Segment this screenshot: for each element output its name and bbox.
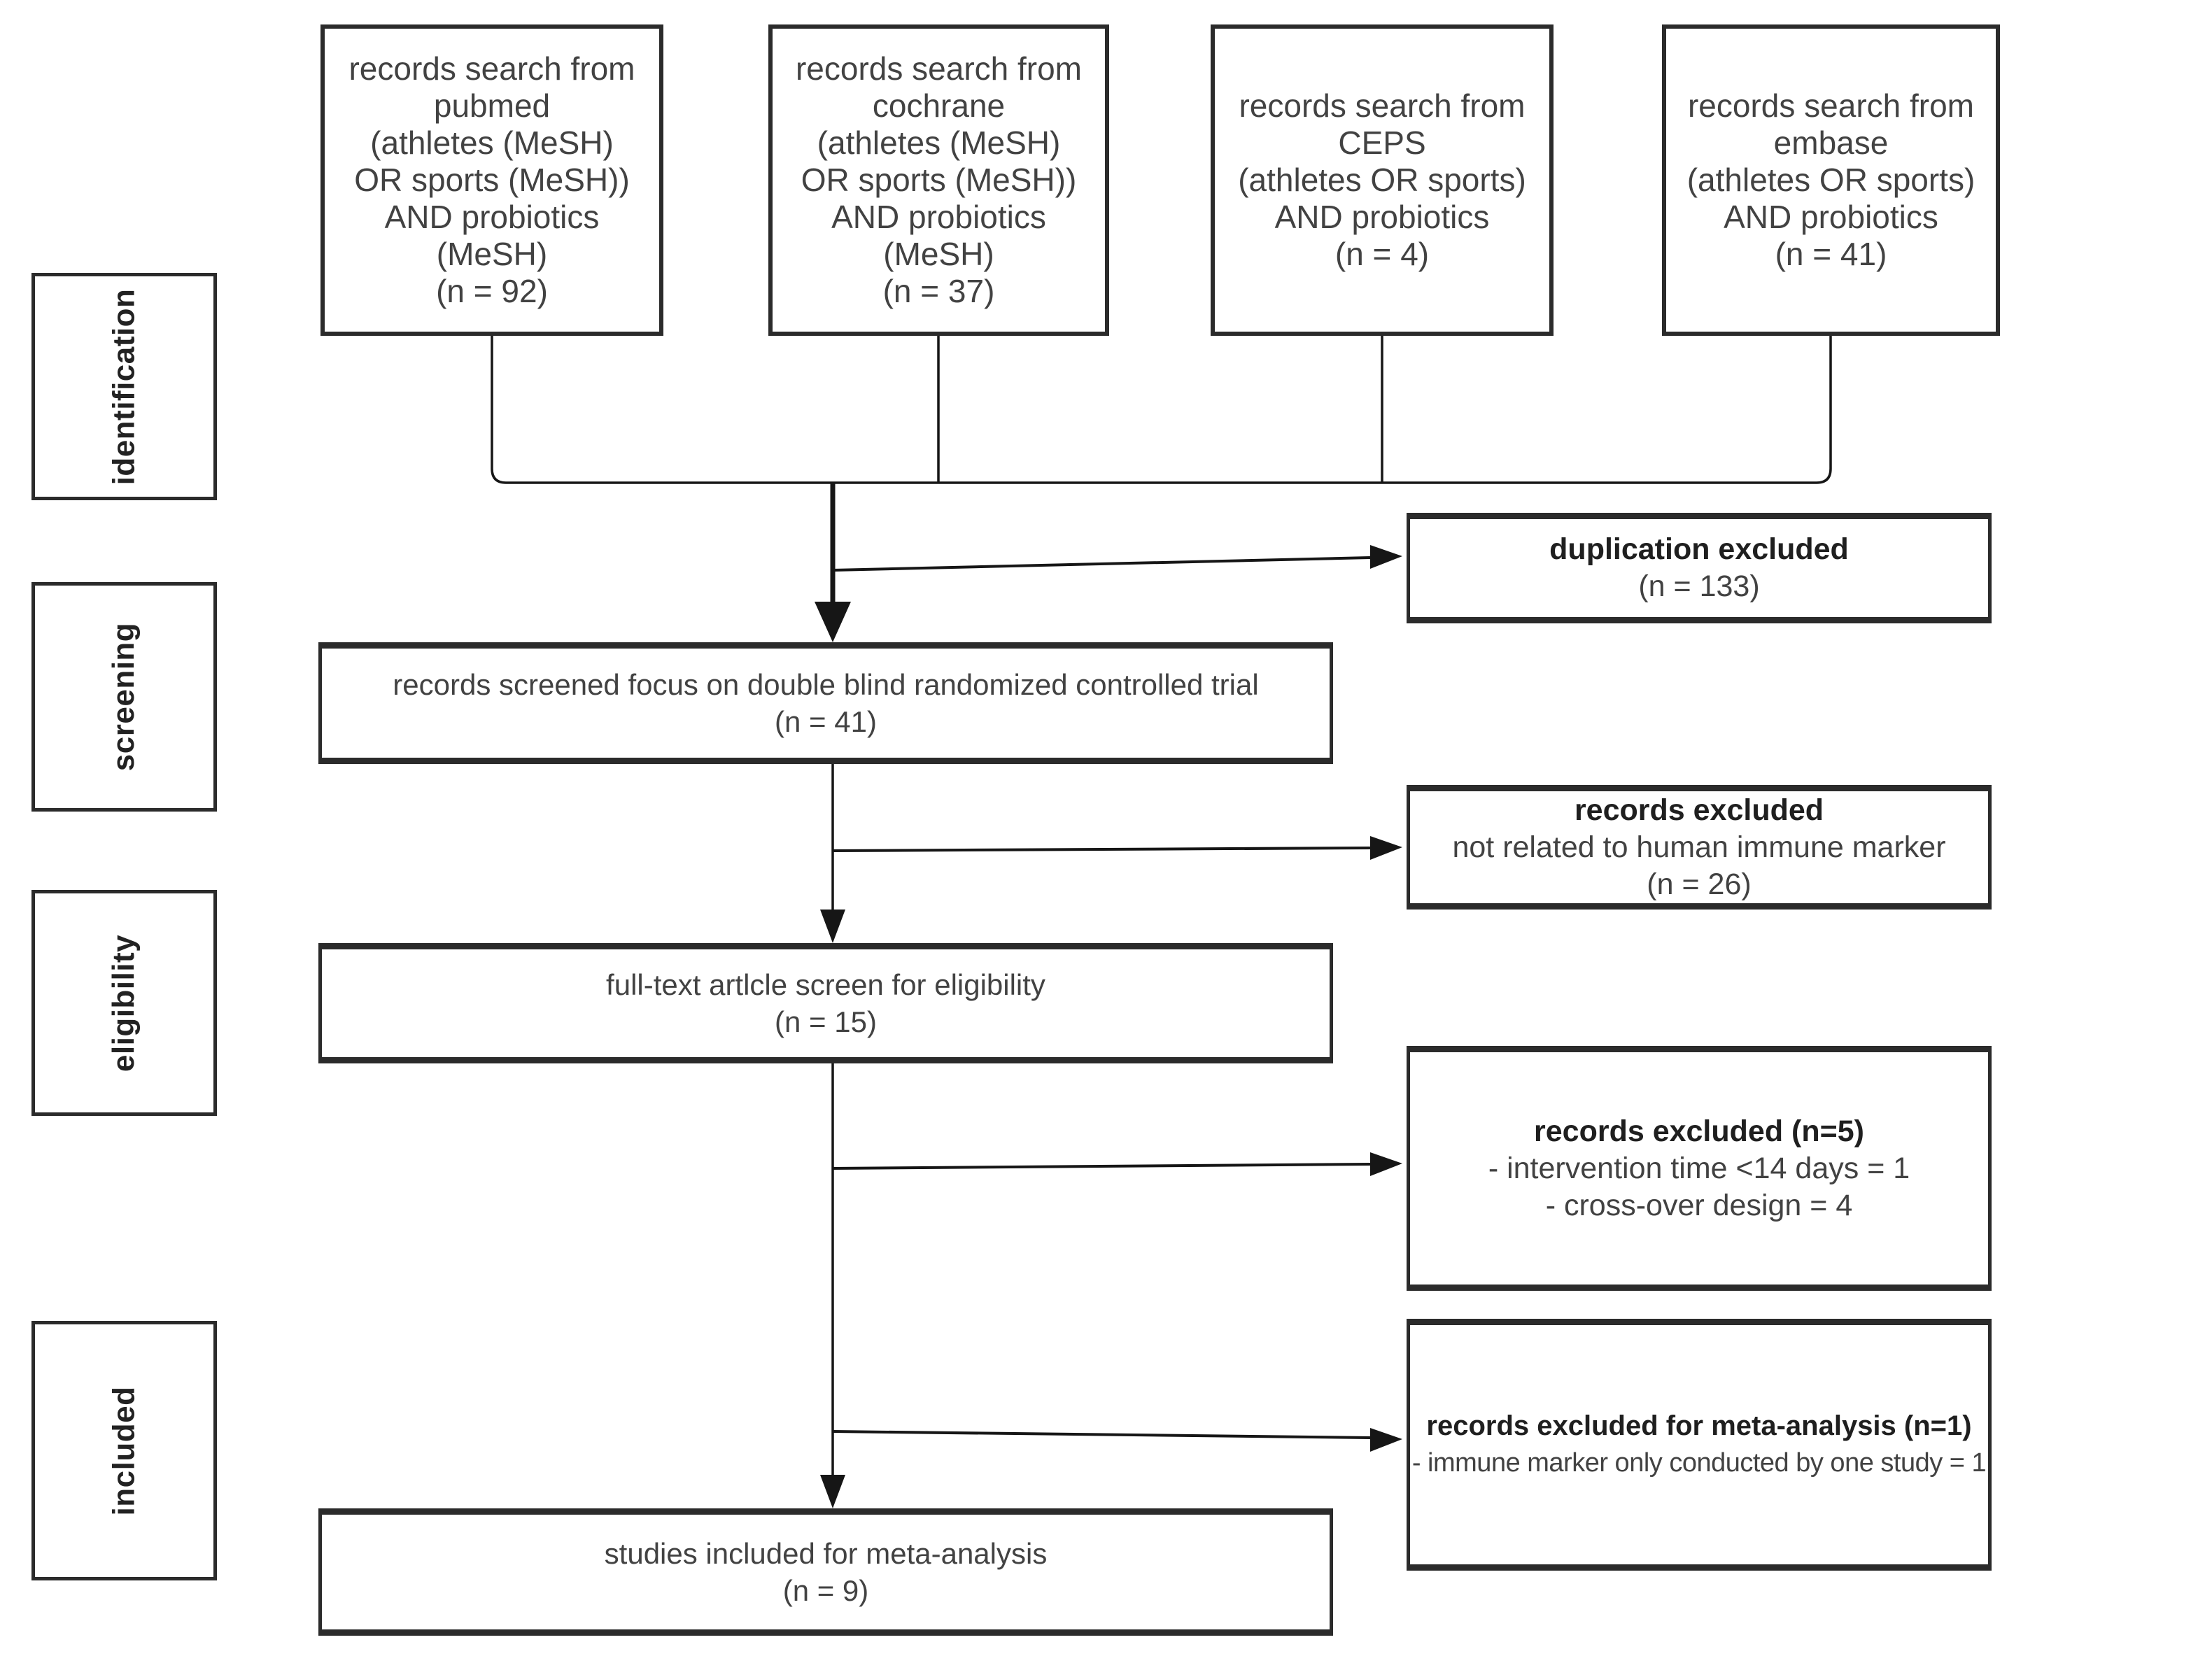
- screened-to-fulltext-arrow: [820, 764, 845, 943]
- screened-line: records screened focus on double blind r…: [393, 668, 1259, 701]
- cochrane-line: (MeSH): [883, 236, 994, 272]
- stage-label-eligibility: eligibility: [106, 934, 141, 1072]
- eligibility-excluded-reason: - cross-over design = 4: [1545, 1188, 1853, 1222]
- pubmed-line: (athletes (MeSH): [370, 125, 614, 161]
- exclusion-box-eligibility: records excluded (n=5) - intervention ti…: [1407, 1046, 1992, 1291]
- flow-box-studies-included: studies included for meta-analysis (n = …: [318, 1508, 1333, 1636]
- embase-line: (athletes OR sports): [1686, 162, 1975, 198]
- pubmed-count: (n = 92): [436, 273, 548, 309]
- main-flow-arrow: [815, 483, 851, 642]
- embase-line: AND probiotics: [1724, 199, 1938, 235]
- fulltext-count: (n = 15): [775, 1005, 877, 1038]
- eligibility-excluded-reason: - intervention time <14 days = 1: [1488, 1151, 1910, 1185]
- embase-line: embase: [1773, 125, 1889, 161]
- stage-box-included: included: [31, 1321, 217, 1580]
- merge-connector: [491, 336, 1832, 484]
- cochrane-line: OR sports (MeSH)): [801, 162, 1077, 198]
- ceps-line: CEPS: [1338, 125, 1426, 161]
- cochrane-count: (n = 37): [882, 273, 995, 309]
- duplication-title: duplication excluded: [1549, 532, 1849, 566]
- exclusion-box-not-related: records excluded not related to human im…: [1407, 785, 1992, 910]
- not-related-count: (n = 26): [1647, 867, 1752, 901]
- pubmed-line: OR sports (MeSH)): [354, 162, 630, 198]
- embase-line: records search from: [1687, 87, 1974, 124]
- records-excluded-branch-arrow: [832, 836, 1402, 860]
- studies-count: (n = 9): [782, 1574, 869, 1607]
- duplication-count: (n = 133): [1638, 569, 1760, 603]
- source-box-cochrane: records search from cochrane (athletes (…: [768, 24, 1109, 336]
- flow-box-fulltext-screen: full-text artlcle screen for eligibility…: [318, 943, 1333, 1063]
- flow-box-records-screened: records screened focus on double blind r…: [318, 642, 1333, 764]
- eligibility-excluded-title: records excluded (n=5): [1534, 1114, 1864, 1148]
- source-box-ceps: records search from CEPS (athletes OR sp…: [1211, 24, 1554, 336]
- pubmed-line: records search from: [348, 50, 635, 87]
- ceps-count: (n = 4): [1334, 236, 1430, 272]
- screened-count: (n = 41): [775, 705, 877, 738]
- fulltext-line: full-text artlcle screen for eligibility: [606, 968, 1045, 1001]
- embase-count: (n = 41): [1775, 236, 1887, 272]
- stage-label-screening: screening: [106, 622, 141, 772]
- stage-label-included: included: [106, 1386, 141, 1515]
- ceps-line: (athletes OR sports): [1238, 162, 1526, 198]
- cochrane-line: AND probiotics: [831, 199, 1046, 235]
- fulltext-to-studies-arrow: [820, 1063, 845, 1508]
- cochrane-line: (athletes (MeSH): [817, 125, 1061, 161]
- pubmed-line: AND probiotics: [384, 199, 600, 235]
- not-related-reason: not related to human immune marker: [1452, 830, 1946, 864]
- pubmed-line: pubmed: [433, 87, 551, 124]
- ceps-line: records search from: [1239, 87, 1526, 124]
- studies-line: studies included for meta-analysis: [604, 1537, 1048, 1570]
- meta-excluded-reason: - immune marker only conducted by one st…: [1411, 1448, 1987, 1478]
- cochrane-line: cochrane: [872, 87, 1006, 124]
- exclusion-box-meta-analysis: records excluded for meta-analysis (n=1)…: [1407, 1319, 1992, 1571]
- ceps-line: AND probiotics: [1274, 199, 1490, 235]
- eligibility-excluded-branch-arrow: [832, 1152, 1402, 1176]
- stage-box-identification: identification: [31, 273, 217, 500]
- duplication-branch-arrow: [832, 545, 1402, 572]
- not-related-title: records excluded: [1574, 793, 1824, 827]
- stage-label-identification: identification: [106, 288, 141, 485]
- source-box-embase: records search from embase (athletes OR …: [1662, 24, 2000, 336]
- meta-excluded-title: records excluded for meta-analysis (n=1): [1426, 1410, 1972, 1441]
- source-box-pubmed: records search from pubmed (athletes (Me…: [320, 24, 663, 336]
- pubmed-line: (MeSH): [436, 236, 548, 272]
- stage-box-screening: screening: [31, 582, 217, 812]
- meta-excluded-branch-arrow: [832, 1428, 1402, 1452]
- exclusion-box-duplication: duplication excluded (n = 133): [1407, 513, 1992, 623]
- cochrane-line: records search from: [795, 50, 1082, 87]
- stage-box-eligibility: eligibility: [31, 890, 217, 1116]
